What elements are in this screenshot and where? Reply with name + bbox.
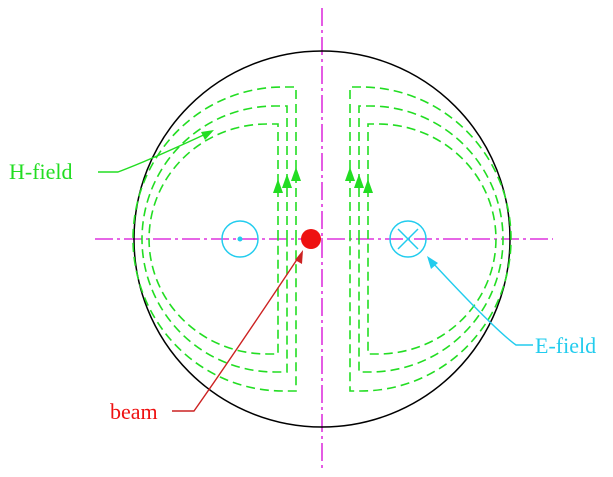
h-field-loop-right-middle [358,105,504,373]
h-field-loop-left-inner [148,123,279,355]
h-field-loop-right-inner [367,123,497,355]
e-field-label: E-field [535,333,596,358]
cavity-outline [133,50,511,428]
h-field-arrow [345,167,355,181]
symmetry-axes [95,8,553,468]
h-field-arrow [363,179,373,193]
beam-leader [172,254,301,412]
h-field-label: H-field [9,159,73,184]
e-field-leader-arrowhead [427,256,438,269]
h-field-arrow [291,167,301,181]
e-field-leader [431,261,533,346]
leader-lines [98,130,533,412]
e-field-dot-symbol [221,220,259,258]
h-field-arrow [273,179,283,193]
beam-dot [301,229,321,249]
h-field-loops [132,86,512,392]
h-field-leader [98,131,211,173]
e-field-circle-left [221,220,259,258]
e-field-circle-right [389,220,427,258]
h-field-arrow [282,174,292,188]
h-field-leader-arrowhead [201,130,214,140]
e-field-cross-line [397,228,419,250]
e-field-symbols [221,220,427,258]
h-field-loop-left-middle [141,105,288,373]
e-field-dot [237,236,243,242]
e-field-cross-symbol [389,220,427,258]
beam-label: beam [110,399,158,424]
h-field-loop-right-outer [349,86,512,392]
h-field-arrow [354,174,364,188]
h-field-loop-left-outer [132,86,297,392]
beam-leader-arrowhead [295,250,303,264]
h-field-arrows [273,167,373,193]
